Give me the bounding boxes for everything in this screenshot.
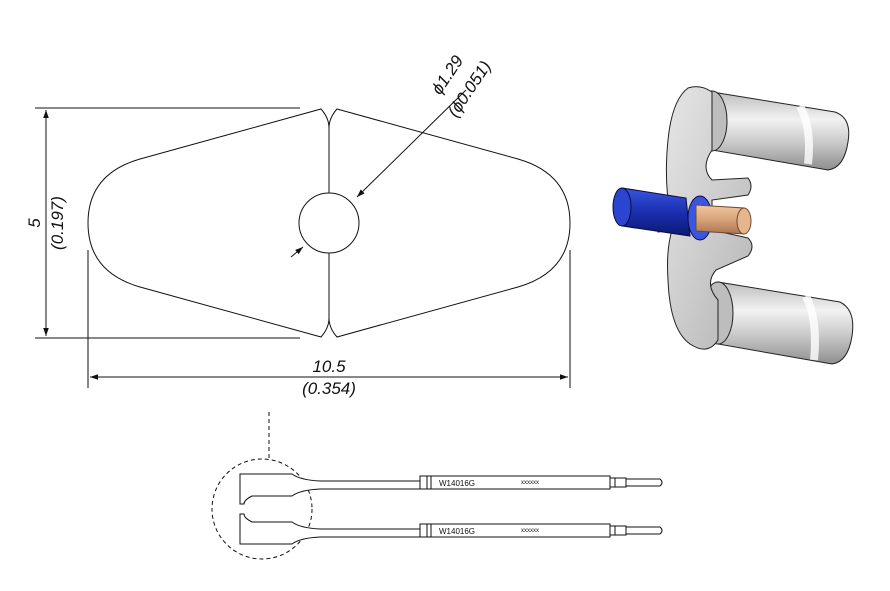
batch-code-upper: xxxxxx <box>521 480 539 486</box>
part-number-lower: W14016G <box>439 527 475 536</box>
height-in-label: (0.197) <box>48 196 67 250</box>
detail-circle <box>211 458 313 560</box>
part-number-upper: W14016G <box>439 479 475 488</box>
batch-code-lower: xxxxxx <box>521 528 539 534</box>
tip-3d-render <box>612 86 854 365</box>
width-mm-label: 10.5 <box>312 357 346 376</box>
tweezer-side-view <box>211 412 663 560</box>
width-dimension <box>87 250 571 388</box>
height-mm-label: 5 <box>25 218 44 228</box>
center-hole <box>298 192 360 254</box>
height-dimension <box>35 107 300 339</box>
width-in-label: (0.354) <box>302 379 356 398</box>
hole-diameter-leader <box>290 89 467 258</box>
tip-top-view <box>87 108 571 338</box>
